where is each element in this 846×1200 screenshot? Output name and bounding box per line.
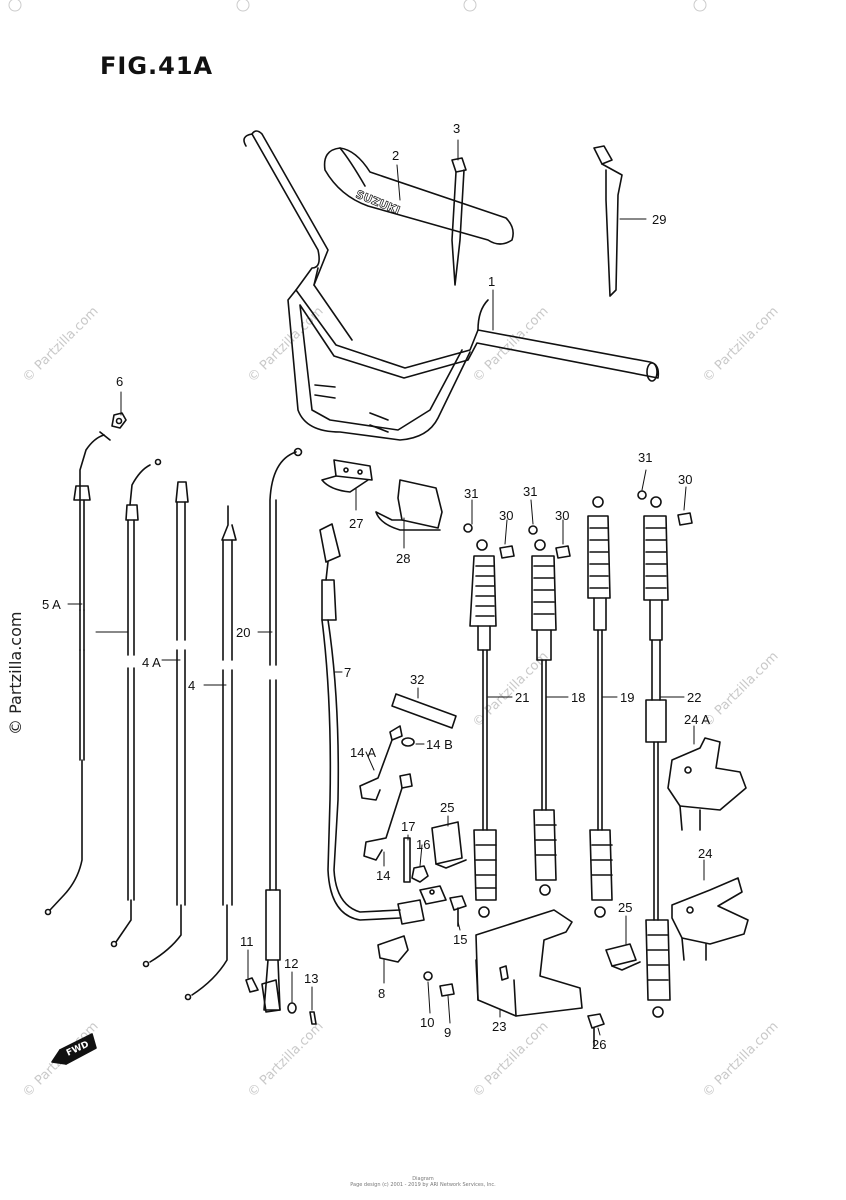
leader-lines — [67, 139, 705, 1036]
fastener-31-30-part — [499, 490, 693, 559]
cable-18-part — [531, 539, 557, 896]
label-31-b: 31 — [523, 484, 537, 499]
bolt-26-part — [587, 1013, 605, 1047]
clip-25-part — [431, 821, 467, 869]
label-7: 7 — [344, 665, 351, 680]
bracket-23-part — [475, 909, 583, 1017]
label-16: 16 — [416, 837, 430, 852]
pad-32-part — [391, 693, 457, 729]
small-parts-8-10-9 — [377, 935, 455, 997]
label-15: 15 — [453, 932, 467, 947]
callout-labels: 1 2 3 29 6 5 A 4 A 4 20 27 28 7 32 14 A … — [42, 121, 712, 1052]
label-30-a: 30 — [499, 508, 513, 523]
label-1: 1 — [488, 274, 495, 289]
figure-title: FIG.41A — [100, 52, 214, 80]
label-26: 26 — [592, 1037, 606, 1052]
label-29: 29 — [652, 212, 666, 227]
label-5a: 5 A — [42, 597, 61, 612]
label-25: 25 — [440, 800, 454, 815]
label-6: 6 — [116, 374, 123, 389]
label-21: 21 — [515, 690, 529, 705]
label-11: 11 — [240, 934, 254, 949]
bolt-17-part — [403, 837, 411, 883]
label-13: 13 — [304, 971, 318, 986]
label-14b: 14 B — [426, 737, 453, 752]
label-14: 14 — [376, 868, 390, 883]
label-23: 23 — [492, 1019, 506, 1034]
label-4a: 4 A — [142, 655, 161, 670]
plate-28-part — [375, 479, 443, 531]
label-20: 20 — [236, 625, 250, 640]
cable-4a-part — [110, 458, 162, 948]
label-28: 28 — [396, 551, 410, 566]
label-2: 2 — [392, 148, 399, 163]
plate-27-part — [321, 459, 373, 493]
cable-7-part — [319, 523, 447, 925]
label-14a: 14 A — [350, 745, 376, 760]
suzuki-logo-text: SUZUKI — [354, 188, 402, 217]
label-30-b: 30 — [555, 508, 569, 523]
label-25-b: 25 — [618, 900, 632, 915]
label-9: 9 — [444, 1025, 451, 1040]
nut-part — [111, 412, 127, 429]
strap-part — [593, 145, 623, 297]
label-4: 4 — [188, 678, 195, 693]
label-3: 3 — [453, 121, 460, 136]
label-19: 19 — [620, 690, 634, 705]
footer-copyright: Page design (c) 2001 - 2019 by ARI Netwo… — [350, 1182, 496, 1188]
fwd-arrow-icon: FWD — [51, 1033, 97, 1065]
label-24a: 24 A — [684, 712, 710, 727]
cable-19-part — [587, 496, 613, 918]
bracket-24a-part — [667, 737, 747, 831]
band-part — [451, 157, 467, 286]
label-27: 27 — [349, 516, 363, 531]
footer-diagram-label: Diagram — [412, 1176, 434, 1182]
label-30-c: 30 — [678, 472, 692, 487]
label-24: 24 — [698, 846, 712, 861]
cable-4-part — [142, 481, 237, 1001]
cable-22-part — [643, 496, 671, 1018]
label-10: 10 — [420, 1015, 434, 1030]
label-8: 8 — [378, 986, 385, 1001]
label-32: 32 — [410, 672, 424, 687]
handlebar-part — [243, 130, 660, 441]
label-17: 17 — [401, 819, 415, 834]
clip-25b-part — [605, 943, 641, 971]
cable-20-part — [263, 447, 303, 1011]
label-12: 12 — [284, 956, 298, 971]
label-22: 22 — [687, 690, 701, 705]
label-31-c: 31 — [638, 450, 652, 465]
corner-copyright-icons — [8, 0, 707, 12]
bracket-24-part — [671, 877, 749, 961]
label-31-a: 31 — [464, 486, 478, 501]
bracket-14-part — [359, 725, 415, 861]
small-parts-11-12-13 — [245, 977, 317, 1025]
nut-16-part — [411, 865, 429, 883]
label-18: 18 — [571, 690, 585, 705]
cable-5a-part — [44, 431, 111, 916]
handlebar-pad-part: SUZUKI — [323, 147, 514, 245]
cable-21-part — [463, 523, 497, 918]
